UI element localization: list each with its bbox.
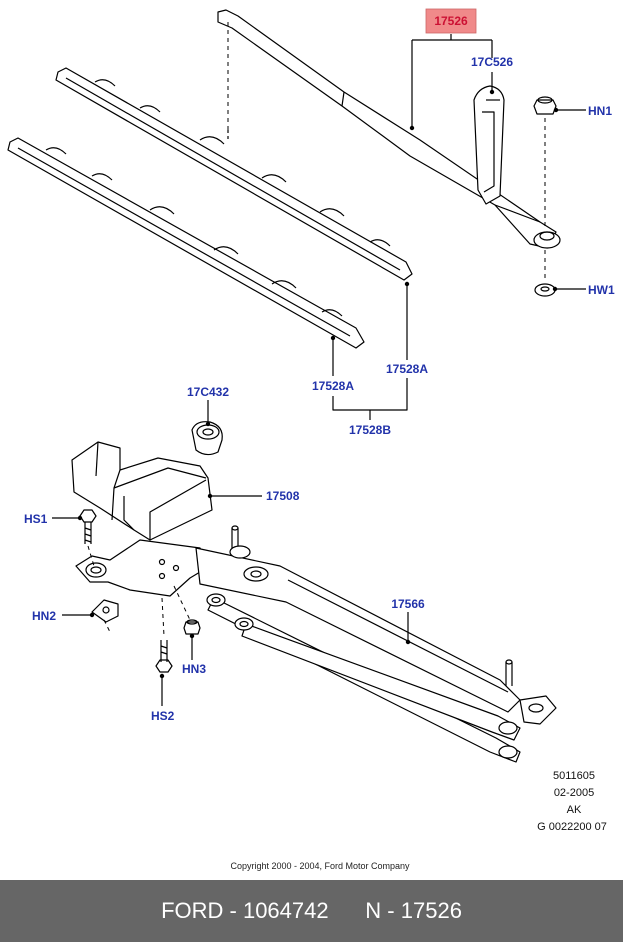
bolt-hs2 — [155, 640, 173, 673]
nut-hn2 — [91, 599, 119, 623]
callout-bolt-hs1: HS1 — [24, 512, 48, 526]
footer-base-number: 17526 — [400, 898, 462, 923]
footer-n-label: N — [365, 898, 382, 923]
callout-washer-hw1: HW1 — [588, 283, 615, 297]
wiper-blade-lower — [7, 137, 365, 349]
drawing-date: 02-2005 — [554, 787, 594, 799]
callout-linkage: 17566 — [391, 597, 425, 611]
copyright-text: Copyright 2000 - 2004, Ford Motor Compan… — [230, 861, 410, 871]
callout-nut-hn2: HN2 — [32, 609, 56, 623]
nut-hn1 — [533, 96, 557, 115]
drawing-ref: G 0022200 07 — [537, 821, 607, 833]
leader-dots — [77, 89, 559, 679]
drawing-number: 5011605 — [553, 770, 595, 782]
footer-bar: FORD - 1064742 N - 17526 — [0, 880, 623, 942]
callout-motor: 17508 — [266, 489, 300, 503]
wiper-linkage — [75, 525, 557, 763]
grommet — [191, 421, 223, 456]
alignment-lines — [87, 22, 546, 637]
footer-gap — [329, 898, 366, 924]
footer-brand: FORD — [161, 898, 224, 923]
callout-blade-set: 17528B — [349, 423, 391, 437]
wiper-motor — [71, 441, 213, 541]
footer-sep-2: - — [381, 898, 401, 923]
wiper-arm — [217, 9, 561, 249]
callout-grommet: 17C432 — [187, 385, 229, 399]
callout-wiper-arm-assembly: 17526 — [434, 14, 468, 28]
footer-sep-1: - — [223, 898, 243, 923]
diagram-svg: 17526 17C526 HN1 HW1 17528A 17528A 17528… — [7, 8, 615, 871]
footer-part-number: 1064742 — [242, 898, 329, 923]
callout-arm-cover: 17C526 — [471, 55, 513, 69]
callout-nut-hn3: HN3 — [182, 662, 206, 676]
washer-hw1 — [534, 283, 556, 297]
callout-blade-a-right: 17528A — [386, 362, 428, 376]
highlight-box — [425, 8, 477, 34]
leader-lines — [52, 34, 586, 706]
callout-bolt-hs2: HS2 — [151, 709, 175, 723]
callout-blade-a-left: 17528A — [312, 379, 354, 393]
callout-nut-hn1: HN1 — [588, 104, 612, 118]
nut-hn3 — [183, 619, 201, 635]
wiper-blade-upper — [55, 67, 413, 281]
bolt-hs1 — [79, 509, 97, 544]
drawing-code: AK — [567, 804, 582, 816]
